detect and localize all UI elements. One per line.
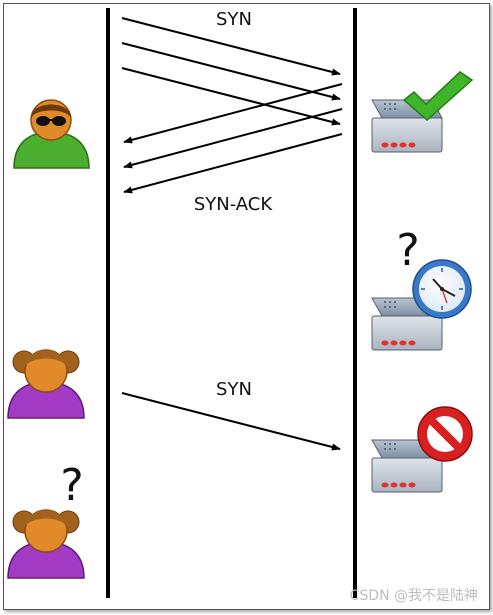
person-girl-blocked-icon <box>7 509 85 579</box>
syn-label-bottom: SYN <box>216 379 252 400</box>
server-stop-icon <box>371 406 473 493</box>
syn-ack-arrow-1 <box>123 83 343 144</box>
syn-ack-arrow-3 <box>123 133 343 194</box>
syn-ack-arrow-2 <box>123 108 343 169</box>
question-mark-client: ? <box>60 460 83 511</box>
syn-ack-label: SYN-ACK <box>194 194 274 215</box>
syn-arrow-blocked <box>121 392 341 451</box>
question-mark-server: ? <box>396 225 419 276</box>
person-sunglasses-icon <box>13 99 90 169</box>
syn-arrows-group <box>121 17 341 126</box>
syn-arrow-2 <box>121 42 341 101</box>
syn-label-top: SYN <box>216 9 252 30</box>
syn-arrow-1 <box>121 17 341 76</box>
syn-arrow-3 <box>121 67 341 126</box>
server-clock-icon <box>371 259 472 351</box>
watermark: CSDN @我不是陆神 <box>350 588 478 604</box>
server-check-icon <box>371 71 474 153</box>
syn-ack-arrows-group <box>123 83 343 194</box>
person-girl-icon <box>7 349 85 419</box>
